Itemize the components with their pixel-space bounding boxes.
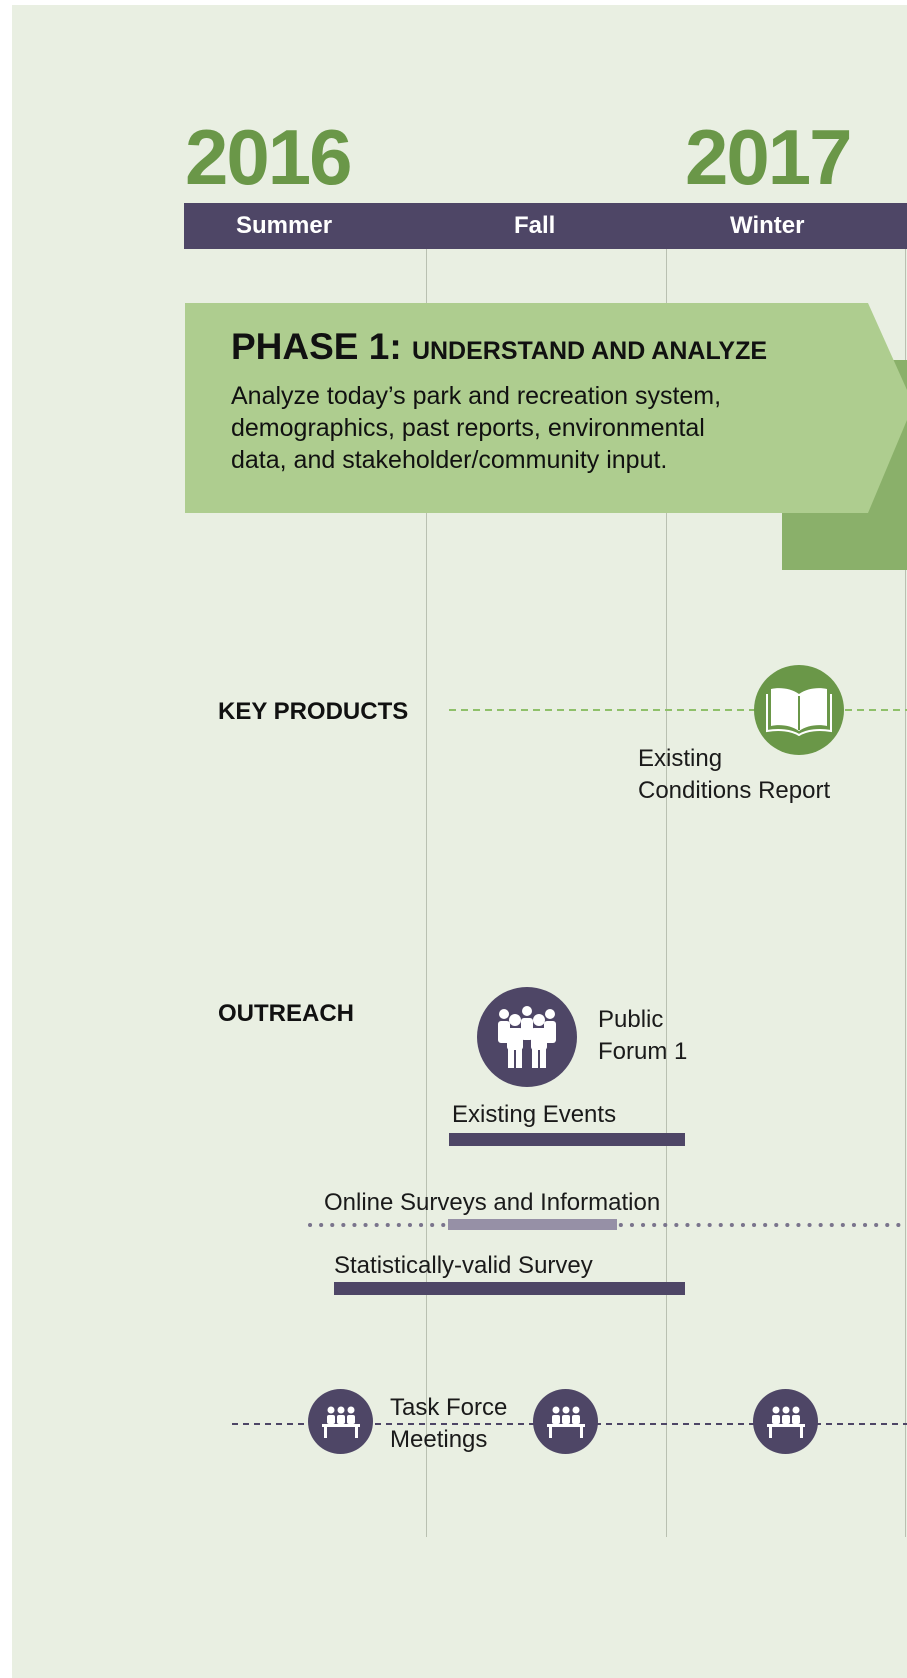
phase-title: PHASE 1: UNDERSTAND AND ANALYZE — [231, 326, 767, 368]
existing-events-label: Existing Events — [452, 1101, 617, 1128]
online-surveys-highlight-bar — [448, 1219, 617, 1230]
meeting-table-icon — [308, 1389, 373, 1454]
divider-line — [905, 249, 906, 1537]
statistical-survey-label: Statistically-valid Survey — [334, 1252, 593, 1279]
task-force-meetings-line: Meetings — [390, 1426, 488, 1453]
phase-description-line: Analyze today’s park and recreation syst… — [231, 382, 722, 410]
divider-line — [426, 249, 427, 1537]
book-icon — [754, 665, 844, 755]
people-group-icon — [477, 987, 577, 1087]
season-fall: Fall — [514, 212, 556, 239]
outreach-label: OUTREACH — [218, 1000, 354, 1027]
divider-line — [666, 249, 667, 1537]
phase-description-line: demographics, past reports, environmenta… — [231, 414, 705, 442]
public-forum-label: Public Forum 1 — [598, 1004, 687, 1068]
season-winter: Winter — [730, 212, 805, 239]
existing-events-bar — [449, 1133, 685, 1146]
year-2017: 2017 — [685, 113, 853, 201]
phase-description: Analyze today’s park and recreation syst… — [231, 380, 721, 476]
task-force-meetings-label: Task Force Meetings — [390, 1392, 507, 1456]
phase-description-line: data, and stakeholder/community input. — [231, 446, 668, 474]
public-forum-line: Forum 1 — [598, 1038, 688, 1065]
phase-title-suffix: UNDERSTAND AND ANALYZE — [411, 337, 768, 365]
existing-conditions-report-label: Existing Conditions Report — [638, 743, 830, 807]
timeline-panel — [12, 5, 907, 1678]
key-products-label: KEY PRODUCTS — [218, 698, 409, 725]
season-summer: Summer — [236, 212, 333, 239]
phase-title-prefix: PHASE 1: — [231, 326, 402, 367]
phase-banner-shape — [185, 303, 907, 570]
season-bar — [184, 203, 907, 249]
task-force-meetings-line: Task Force — [390, 1394, 508, 1421]
public-forum-line: Public — [598, 1006, 664, 1033]
meeting-table-icon — [753, 1389, 818, 1454]
statistical-survey-bar — [334, 1282, 685, 1295]
online-surveys-label: Online Surveys and Information — [324, 1189, 661, 1216]
meeting-table-icon — [533, 1389, 598, 1454]
existing-conditions-report-line: Existing — [638, 745, 723, 772]
year-2016: 2016 — [185, 113, 353, 201]
existing-conditions-report-line: Conditions Report — [638, 777, 831, 804]
